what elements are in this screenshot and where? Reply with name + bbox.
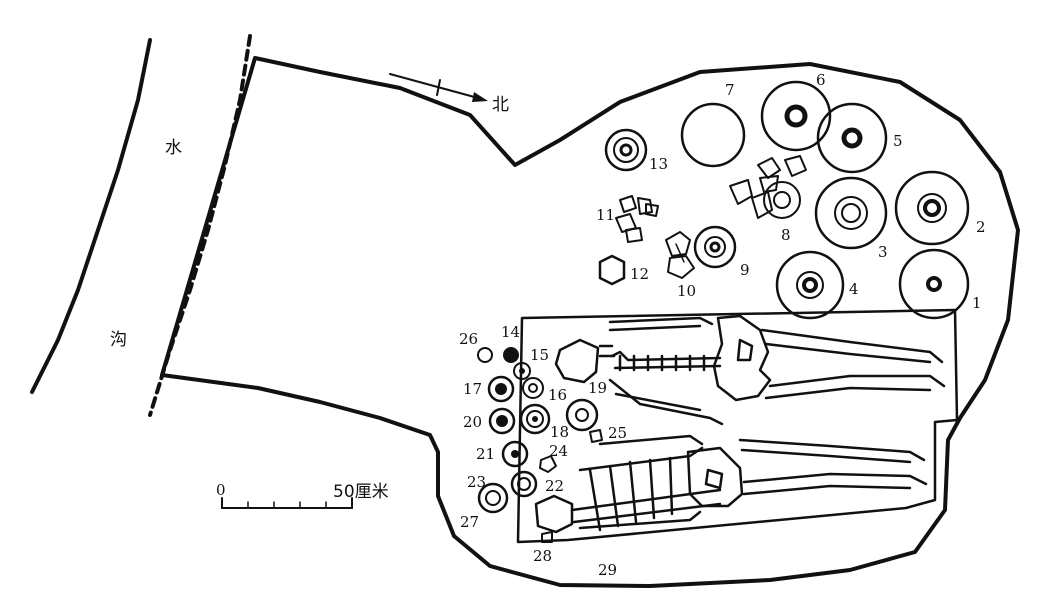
label-11: 11: [596, 206, 615, 224]
label-22: 22: [545, 477, 564, 495]
label-19: 19: [588, 379, 607, 397]
ditch-label-top: 水: [165, 138, 182, 158]
object-labels: 1 2 3 4 5 6 7 8 9 10 11 12 13 14 15 16 1…: [459, 71, 986, 579]
skeleton-upper: [554, 314, 946, 426]
object-10-fragments: [665, 231, 695, 279]
skeleton-lower: [534, 434, 928, 534]
label-4: 4: [849, 280, 859, 298]
label-25: 25: [608, 424, 627, 442]
label-15: 15: [530, 346, 549, 364]
label-5: 5: [893, 132, 903, 150]
object-11-fragments: [615, 195, 659, 243]
label-28: 28: [533, 547, 552, 565]
scale-start-label: 0: [216, 481, 226, 499]
ditch-left-edge: [30, 38, 152, 394]
label-6: 6: [816, 71, 826, 89]
label-8: 8: [781, 226, 791, 244]
water-ditch: [30, 34, 252, 417]
label-20: 20: [463, 413, 482, 431]
label-23: 23: [467, 473, 486, 491]
label-21: 21: [476, 445, 495, 463]
scale-end-label: 50厘米: [333, 482, 389, 502]
label-16: 16: [548, 386, 567, 404]
object-8-fragments: [729, 155, 807, 219]
small-items: [477, 347, 603, 543]
label-18: 18: [550, 423, 569, 441]
ditch-label-bottom: 沟: [110, 330, 127, 350]
label-3: 3: [878, 243, 888, 261]
label-24: 24: [549, 442, 568, 460]
label-17: 17: [463, 380, 482, 398]
label-29: 29: [598, 561, 617, 579]
label-2: 2: [976, 218, 986, 236]
label-1: 1: [972, 294, 982, 312]
grave-pit-outline: [160, 56, 1020, 588]
scale-bar: 0 50厘米: [216, 481, 389, 509]
label-26: 26: [459, 330, 478, 348]
label-9: 9: [740, 261, 750, 279]
coffin-outline: [516, 308, 959, 544]
vessels: [598, 80, 970, 320]
label-14: 14: [501, 323, 520, 341]
label-13: 13: [649, 155, 668, 173]
north-label: 北: [492, 95, 509, 115]
north-arrow: 北: [389, 73, 509, 115]
label-27: 27: [460, 513, 479, 531]
label-7: 7: [725, 81, 735, 99]
label-10: 10: [677, 282, 696, 300]
label-12: 12: [630, 265, 649, 283]
